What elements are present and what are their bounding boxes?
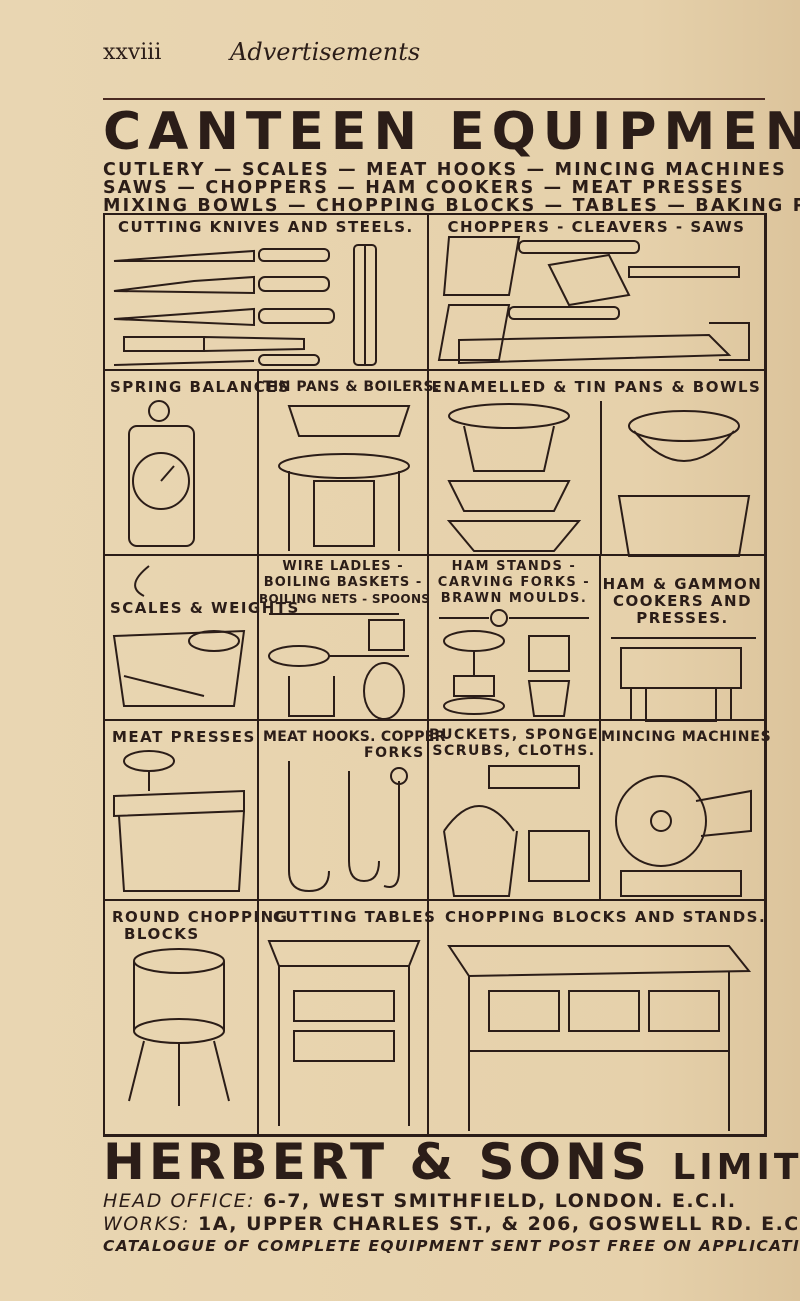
panel-tin-pans: TIN PANS & BOILERS. [258, 370, 439, 555]
panel-balances: SPRING BALANCES [103, 370, 289, 555]
works-address: WORKS: 1A, UPPER CHARLES ST., & 206, GOS… [103, 1213, 800, 1235]
spring-balance-illustration [128, 400, 195, 547]
panel-heading: BOILING BASKETS - [263, 575, 423, 590]
panel-heading: BOILING NETS - SPOONS [259, 592, 431, 606]
panel-knives: CUTTING KNIVES AND STEELS. [103, 214, 428, 370]
round-block-illustration [128, 948, 230, 1106]
panel-ham-stands: HAM STANDS - CARVING FORKS - BRAWN MOULD… [428, 555, 600, 720]
tin-pans-illustration [278, 405, 411, 551]
panel-chopping-blocks: CHOPPING BLOCKS AND STANDS. [428, 900, 765, 1135]
ad-title: CANTEEN EQUIPMENT [103, 102, 800, 162]
knives-illustration [113, 244, 377, 366]
company-suffix: LIMITED [672, 1147, 800, 1188]
panel-heading: CHOPPERS - CLEAVERS - SAWS [447, 218, 746, 236]
panel-heading: MEAT PRESSES [112, 728, 256, 746]
panel-heading: BLOCKS [124, 925, 200, 943]
panel-heading: CHOPPING BLOCKS AND STANDS. [445, 908, 767, 926]
meat-hooks-illustration [288, 761, 408, 893]
choppers-illustration [437, 236, 750, 365]
cutting-table-illustration [267, 940, 421, 1126]
panel-heading: SPRING BALANCES [110, 378, 291, 396]
panel-meat-presses: MEAT PRESSES [103, 720, 258, 900]
panel-round-blocks: ROUND CHOPPING BLOCKS [103, 900, 287, 1135]
panel-heading: MINCING MACHINES [601, 729, 772, 745]
panel-ladles: WIRE LADLES - BOILING BASKETS - BOILING … [258, 555, 431, 720]
chopping-block-illustration [447, 945, 752, 1131]
panel-heading: SCALES & WEIGHTS [110, 599, 300, 617]
panel-heading: BUCKETS, SPONGE [429, 727, 600, 743]
company-name-text: HERBERT & SONS [103, 1133, 651, 1191]
subtitle-line: MIXING BOWLS — CHOPPING BLOCKS — TABLES … [103, 196, 800, 216]
header-rule [103, 98, 765, 100]
meat-press-illustration [113, 750, 245, 892]
company-name: HERBERT & SONS LIMITED [103, 1133, 800, 1194]
panel-choppers: CHOPPERS - CLEAVERS - SAWS [428, 214, 765, 370]
panel-heading: BRAWN MOULDS. [440, 591, 588, 606]
ham-stand-illustration [439, 609, 589, 717]
head-office-address: HEAD OFFICE: 6-7, WEST SMITHFIELD, LONDO… [103, 1190, 765, 1212]
panel-heading: MEAT HOOKS. COPPER [263, 729, 446, 745]
panel-mincing: MINCING MACHINES [600, 720, 772, 900]
panel-scales: SCALES & WEIGHTS [103, 555, 298, 720]
panel-meat-hooks: MEAT HOOKS. COPPER FORKS [258, 720, 445, 900]
panel-heading: ROUND CHOPPING [112, 908, 289, 926]
ham-cooker-illustration [611, 637, 756, 722]
enamelled-pans-illustration [446, 401, 751, 557]
scales-illustration [112, 565, 246, 707]
panel-heading: TIN PANS & BOILERS. [263, 379, 440, 395]
bucket-illustration [443, 765, 590, 897]
subtitle-line: SAWS — CHOPPERS — HAM COOKERS — MEAT PRE… [103, 178, 745, 198]
head-office-label: HEAD OFFICE: [103, 1190, 256, 1212]
panel-heading: CARVING FORKS - [437, 575, 591, 590]
running-title: Advertisements [230, 38, 421, 66]
panel-ham-gammon: HAM & GAMMON COOKERS AND PRESSES. [600, 555, 765, 722]
works-text: 1A, UPPER CHARLES ST., & 206, GOSWELL RD… [198, 1213, 800, 1235]
mincing-machine-illustration [615, 775, 752, 897]
panel-heading: CUTTING TABLES [273, 908, 437, 926]
panel-heading: SCRUBS, CLOTHS. [432, 743, 596, 759]
panel-heading: FORKS [364, 745, 425, 761]
boiling-basket-illustration [268, 613, 409, 720]
head-office-text: 6-7, WEST SMITHFIELD, LONDON. E.C.I. [263, 1190, 737, 1212]
page-number: xxviii [103, 40, 162, 65]
panel-cutting-tables: CUTTING TABLES [258, 900, 435, 1135]
panel-heading: HAM & GAMMON [602, 575, 763, 593]
catalogue-note: CATALOGUE OF COMPLETE EQUIPMENT SENT POS… [103, 1237, 800, 1255]
panel-enamelled: ENAMELLED & TIN PANS & BOWLS [428, 370, 765, 557]
panel-heading: ENAMELLED & TIN PANS & BOWLS [431, 378, 762, 396]
panel-heading: HAM STANDS - [451, 559, 577, 574]
subtitle-line: CUTLERY — SCALES — MEAT HOOKS — MINCING … [103, 160, 787, 180]
panel-buckets: BUCKETS, SPONGE SCRUBS, CLOTHS. [428, 720, 600, 900]
panel-heading: COOKERS AND [612, 592, 753, 610]
panel-heading: PRESSES. [636, 609, 729, 627]
works-label: WORKS: [103, 1213, 190, 1235]
panel-heading: CUTTING KNIVES AND STEELS. [118, 218, 414, 236]
panel-heading: WIRE LADLES - [282, 559, 404, 574]
